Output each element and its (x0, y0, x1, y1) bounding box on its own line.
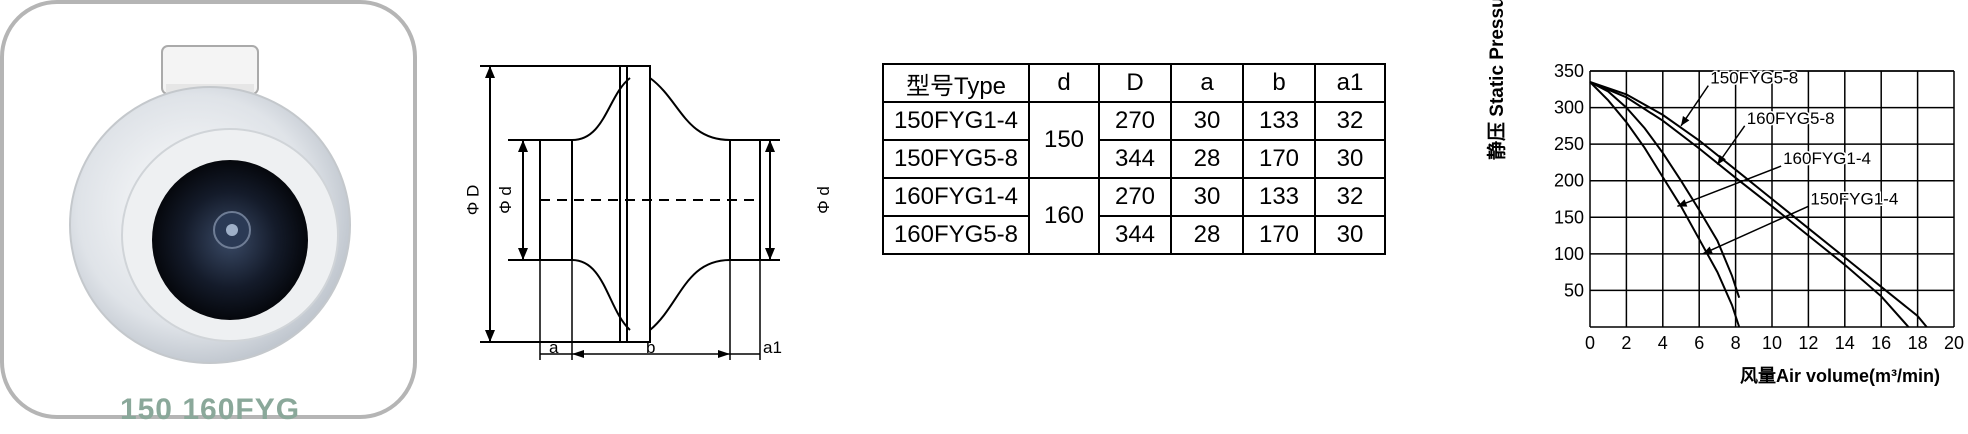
y-tick-label: 350 (1554, 61, 1584, 81)
annotation-arrowhead (1717, 154, 1726, 165)
annotation-arrow (1677, 165, 1782, 208)
x-tick-label: 10 (1762, 333, 1782, 353)
x-tick-label: 8 (1731, 333, 1741, 353)
cell-D: 344 (1098, 139, 1172, 179)
y-tick-label: 150 (1554, 207, 1584, 227)
annotation-arrowhead (1702, 246, 1713, 254)
y-tick-label: 250 (1554, 134, 1584, 154)
label-a: a (549, 338, 559, 357)
series-line (1589, 81, 1741, 328)
cell-a: 30 (1170, 177, 1244, 217)
annotation-arrowhead (1681, 116, 1690, 126)
cell-b: 133 (1242, 101, 1316, 141)
product-caption: 150 160FYG (119, 393, 301, 426)
y-tick-label: 300 (1554, 98, 1584, 118)
cell-D: 270 (1098, 101, 1172, 141)
cell-b: 170 (1242, 215, 1316, 255)
annotation-arrow (1702, 205, 1809, 255)
cell-a: 28 (1170, 139, 1244, 179)
y-tick-label: 100 (1554, 244, 1584, 264)
x-tick-label: 16 (1871, 333, 1891, 353)
y-tick-label: 50 (1564, 280, 1584, 300)
annotation-label: 160FYG5-8 (1747, 109, 1835, 128)
x-tick-label: 14 (1835, 333, 1855, 353)
label-phi-D: Φ D (463, 184, 483, 216)
cell-type: 160FYG5-8 (882, 215, 1030, 255)
chart-svg: 0 2 4 6 8 10 12 14 16 18 20 50 100 150 200 250 300 350 150… (1554, 61, 1964, 353)
y-tick-label: 200 (1554, 171, 1584, 191)
header-type: 型号Type (882, 63, 1030, 103)
label-b: b (646, 338, 656, 357)
annotation-label: 150FYG5-8 (1710, 69, 1798, 88)
cell-type: 150FYG1-4 (882, 101, 1030, 141)
chart-x-axis-label: 风量Air volume(m³/min) (1740, 366, 1941, 386)
cell-type: 160FYG1-4 (882, 177, 1030, 217)
dimension-drawing (480, 65, 780, 360)
cell-a: 28 (1170, 215, 1244, 255)
series-line (1589, 81, 1910, 328)
annotation-label: 150FYG1-4 (1810, 189, 1898, 208)
annotation-arrowhead (1677, 199, 1688, 207)
cell-b: 170 (1242, 139, 1316, 179)
cell-d: 150 (1028, 101, 1100, 179)
cell-a1: 30 (1314, 215, 1386, 255)
cell-b: 133 (1242, 177, 1316, 217)
x-tick-label: 18 (1908, 333, 1928, 353)
header-a: a (1170, 63, 1244, 103)
cell-D: 344 (1098, 215, 1172, 255)
x-tick-label: 6 (1694, 333, 1704, 353)
performance-chart: 0 2 4 6 8 10 12 14 16 18 20 50 100 150 200 250 300 350 150… (1500, 55, 1968, 429)
cell-a1: 32 (1314, 177, 1386, 217)
x-tick-label: 12 (1798, 333, 1818, 353)
header-d: d (1028, 63, 1100, 103)
table-row: 160FYG5-8 344 28 170 30 (882, 215, 1386, 255)
spec-table: 型号Type d D a b a1 150FYG1-4 150 270 30 1… (882, 63, 1386, 255)
table-row: 150FYG5-8 344 28 170 30 (882, 139, 1386, 179)
table-row: 150FYG1-4 150 270 30 133 32 (882, 101, 1386, 179)
x-tick-label: 0 (1585, 333, 1595, 353)
cell-a1: 30 (1314, 139, 1386, 179)
annotation-label: 160FYG1-4 (1783, 149, 1871, 168)
product-photo-panel: 150 160FYG (0, 0, 420, 429)
label-phi-d-left: Φ d (495, 186, 515, 214)
header-a1: a1 (1314, 63, 1386, 103)
product-photo (0, 0, 417, 419)
cell-D: 270 (1098, 177, 1172, 217)
series-line (1589, 81, 1928, 328)
cell-a: 30 (1170, 101, 1244, 141)
series-line (1589, 81, 1741, 299)
table-row: 160FYG1-4 160 270 30 133 32 (882, 177, 1386, 255)
header-b: b (1242, 63, 1316, 103)
x-tick-label: 20 (1944, 333, 1964, 353)
label-a1: a1 (763, 338, 782, 357)
table-header-row: 型号Type d D a b a1 (882, 63, 1386, 103)
x-tick-label: 2 (1621, 333, 1631, 353)
x-tick-label: 4 (1658, 333, 1668, 353)
cell-type: 150FYG5-8 (882, 139, 1030, 179)
cell-d: 160 (1028, 177, 1100, 255)
label-phi-d-right: Φ d (813, 186, 833, 214)
header-D: D (1098, 63, 1172, 103)
cell-a1: 32 (1314, 101, 1386, 141)
